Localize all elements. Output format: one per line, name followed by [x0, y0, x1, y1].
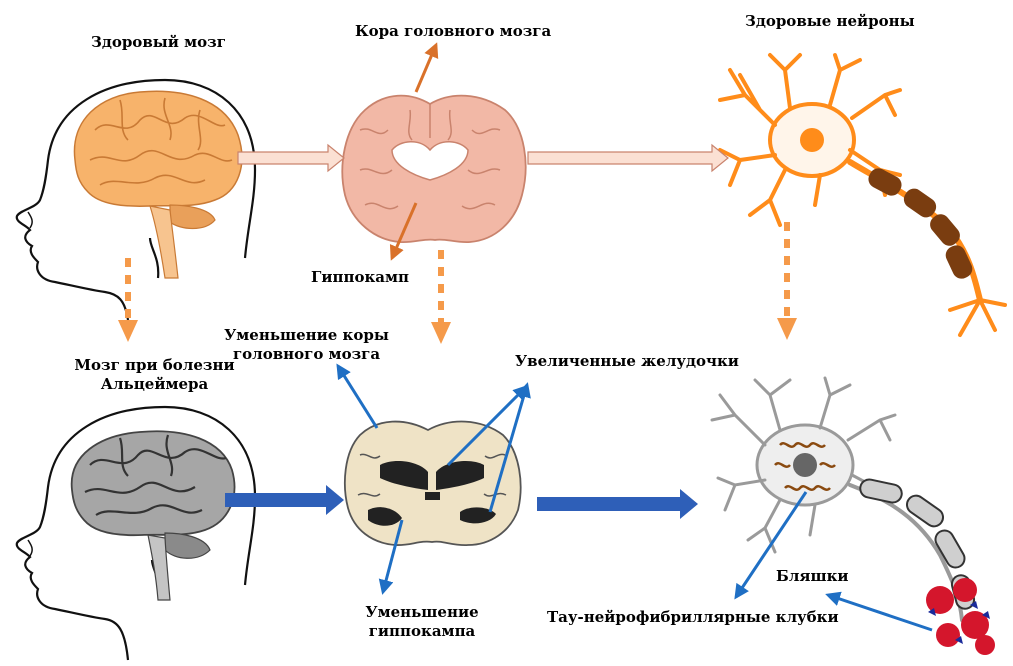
healthy-neurons-label: Здоровые нейроны — [745, 12, 915, 31]
enlarged-ventricles-label: Увеличенные желудочки — [515, 352, 739, 371]
diseased-brain-section — [345, 422, 521, 546]
tau-tangles-label: Тау-нейрофибриллярные клубки — [547, 608, 839, 627]
cortex-shrinkage-label: Уменьшение коры головного мозга — [219, 326, 394, 364]
hippocampus-shrinkage-line2: гиппокампа — [352, 622, 492, 641]
plaques-label: Бляшки — [776, 567, 849, 586]
hippocampus-shrinkage-line1: Уменьшение — [352, 603, 492, 622]
hippocampus-shrinkage-label: Уменьшение гиппокампа — [352, 603, 492, 641]
diseased-brain — [72, 431, 235, 600]
diseased-neuron-nucleus — [793, 453, 817, 477]
cortex-label: Кора головного мозга — [355, 22, 551, 41]
healthy-brain-label: Здоровый мозг — [91, 33, 226, 52]
cortex-shrinkage-line1: Уменьшение коры — [219, 326, 394, 345]
ad-brain-label: Мозг при болезни Альцеймера — [72, 356, 237, 394]
healthy-neuron — [720, 55, 1005, 335]
hippocampus-label: Гиппокамп — [311, 268, 409, 287]
healthy-brain — [74, 91, 241, 278]
cortex-shrinkage-line2: головного мозга — [219, 345, 394, 364]
ad-brain-line2: Альцеймера — [72, 375, 237, 394]
healthy-brain-section — [342, 96, 525, 242]
ad-brain-line1: Мозг при болезни — [72, 356, 237, 375]
healthy-myelin-sheath — [865, 165, 975, 281]
